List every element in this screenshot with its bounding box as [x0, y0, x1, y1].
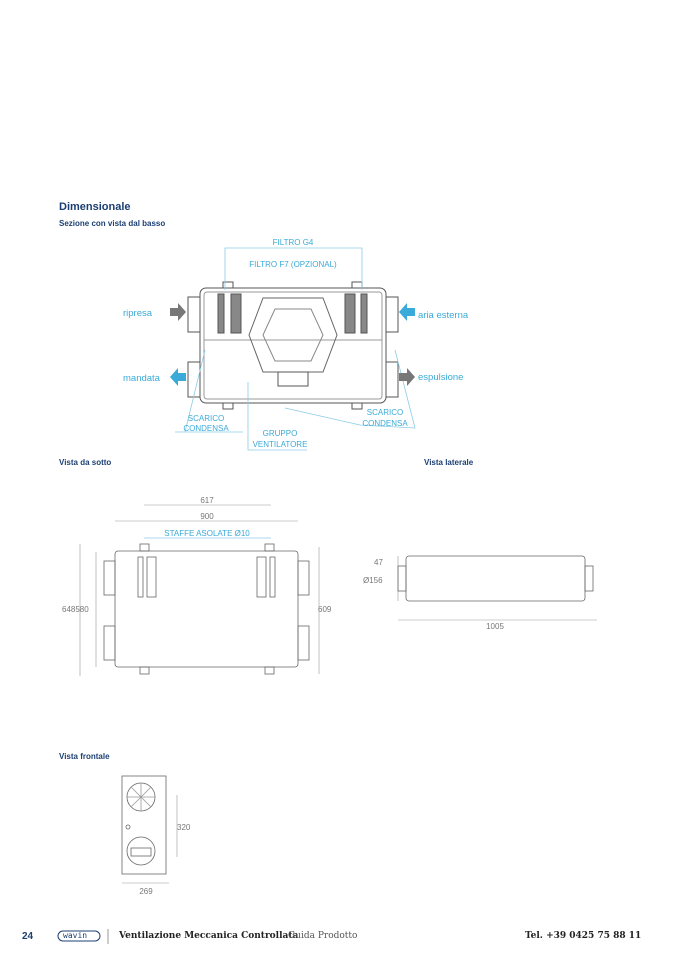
dim-269: 269 [139, 887, 153, 896]
wavin-logo-text: wavin [63, 931, 88, 940]
page-number: 24 [22, 931, 34, 942]
dim-320: 320 [177, 823, 191, 832]
label-ventilatore: VENTILATORE [253, 440, 308, 449]
dim-staffe-asolate: STAFFE ASOLATE Ø10 [164, 529, 250, 538]
label-aria-esterna: aria esterna [418, 310, 469, 321]
subtitle-side-view: Vista laterale [424, 458, 474, 467]
label-condensa-left: CONDENSA [183, 424, 229, 433]
wavin-logo [57, 930, 101, 942]
label-espulsione: espulsione [418, 372, 463, 383]
airflow-arrows [170, 303, 415, 386]
subtitle-bottom-view: Vista da sotto [59, 458, 112, 467]
dim-648-580: 648580 [62, 605, 89, 614]
label-mandata: mandata [123, 373, 161, 384]
subtitle-section-view: Sezione con vista dal basso [59, 219, 166, 228]
aria-esterna-arrow-icon [399, 303, 415, 321]
label-scarico-left: SCARICO [188, 414, 224, 423]
section-view-drawing [187, 281, 399, 410]
dim-900: 900 [200, 512, 214, 521]
label-filter-g4: FILTRO G4 [273, 238, 314, 247]
label-gruppo: GRUPPO [263, 429, 298, 438]
dim-617: 617 [200, 496, 214, 505]
label-scarico-right: SCARICO [367, 408, 403, 417]
side-view-drawing [397, 555, 594, 602]
mandata-arrow-icon [170, 368, 186, 386]
section-title: Dimensionale [59, 201, 131, 213]
section-leader-lines [175, 247, 416, 451]
bottom-view-drawing [79, 504, 597, 884]
dim-156: Ø156 [363, 576, 383, 585]
dim-1005: 1005 [486, 622, 504, 631]
dim-47: 47 [374, 558, 383, 567]
footer-phone: Tel. +39 0425 75 88 11 [525, 931, 642, 941]
footer-subtitle: Guida Prodotto [288, 931, 358, 941]
espulsione-arrow-icon [399, 368, 415, 386]
subtitle-front-view: Vista frontale [59, 752, 110, 761]
label-ripresa: ripresa [123, 308, 153, 319]
ripresa-arrow-icon [170, 303, 186, 321]
label-filter-f7: FILTRO F7 (OPZIONAL) [249, 260, 337, 269]
footer-title: Ventilazione Meccanica Controllata [119, 931, 299, 941]
front-view-drawing [121, 775, 167, 875]
label-condensa-right: CONDENSA [362, 419, 408, 428]
dim-609: 609 [318, 605, 332, 614]
